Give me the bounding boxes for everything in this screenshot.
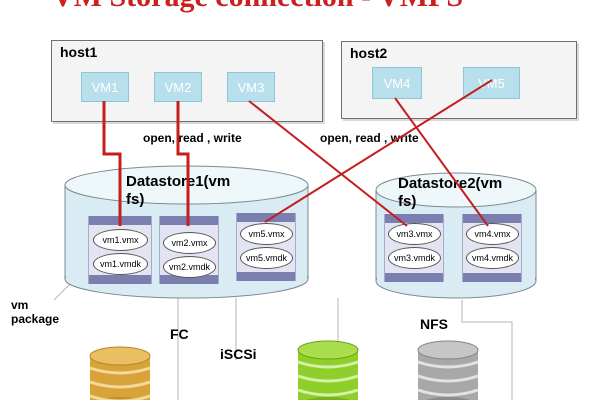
vm3-package: vm3.vmx vm3.vmdk (384, 214, 444, 282)
vm5-box[interactable]: VM5 (463, 67, 520, 99)
datastore1-label: Datastore1(vm fs) (126, 173, 230, 209)
nfs-storage-disk (417, 340, 479, 400)
vm3-box[interactable]: VM3 (227, 72, 275, 102)
fc-label: FC (170, 326, 189, 342)
datastore2-label: Datastore2(vm fs) (398, 175, 502, 211)
nfs-label: NFS (420, 316, 448, 332)
io-label-host2: open, read , write (320, 131, 419, 145)
vm4-vmdk-file[interactable]: vm4.vmdk (466, 247, 519, 269)
datastore2-label-line2: fs) (398, 193, 417, 210)
vm4-vmx-file[interactable]: vm4.vmx (466, 223, 519, 245)
nfs-link (461, 300, 513, 400)
iscsi-label: iSCSi (220, 346, 257, 362)
vm5-package: vm5.vmx vm5.vmdk (236, 213, 296, 281)
vm1-vmx-file[interactable]: vm1.vmx (93, 229, 148, 251)
vm-package-label: vm package (11, 298, 59, 326)
vm2-vmdk-file[interactable]: vm2.vmdk (163, 256, 216, 278)
vm4-package: vm4.vmx vm4.vmdk (462, 214, 522, 282)
io-label-host1: open, read , write (143, 131, 242, 145)
datastore1-label-line1: Datastore1(vm (126, 173, 231, 190)
vm4-box[interactable]: VM4 (372, 67, 422, 99)
vm-package-label-line1: vm (11, 298, 29, 312)
datastore1-label-line2: fs) (126, 191, 145, 208)
vm-package-label-line2: package (11, 312, 60, 326)
vm1-vmdk-file[interactable]: vm1.vmdk (93, 253, 148, 275)
vm1-box[interactable]: VM1 (81, 72, 129, 102)
vm3-vmx-file[interactable]: vm3.vmx (388, 223, 441, 245)
vm2-package: vm2.vmx vm2.vmdk (159, 216, 219, 284)
vm5-vmdk-file[interactable]: vm5.vmdk (240, 247, 293, 269)
vm2-box[interactable]: VM2 (154, 72, 202, 102)
vm2-vmx-file[interactable]: vm2.vmx (163, 232, 216, 254)
iscsi-storage-disk (297, 340, 359, 400)
vm5-vmx-file[interactable]: vm5.vmx (240, 223, 293, 245)
vm3-vmdk-file[interactable]: vm3.vmdk (388, 247, 441, 269)
fc-storage-disk (89, 346, 151, 400)
host2-label: host2 (350, 45, 388, 61)
host1-label: host1 (60, 44, 98, 60)
slide-title: VM Storage connection - VMFS (52, 0, 572, 13)
datastore2-label-line1: Datastore2(vm (398, 175, 503, 192)
package-pointer (53, 283, 71, 301)
vm1-package: vm1.vmx vm1.vmdk (88, 216, 152, 284)
